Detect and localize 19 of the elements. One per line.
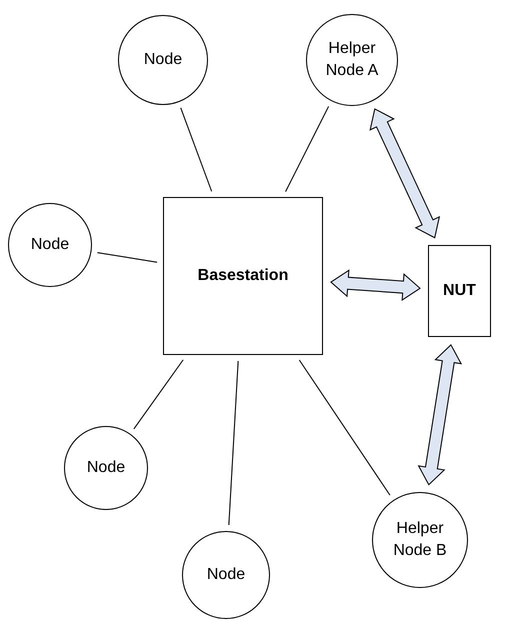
node-label: Helper Node B [392, 519, 448, 561]
node-label: Basestation [198, 266, 288, 286]
connector-line [298, 359, 390, 496]
connector-line [285, 106, 330, 192]
connector-line [96, 252, 158, 263]
node-box [163, 197, 323, 355]
node-label: Node [86, 458, 126, 478]
node-label: Node [144, 50, 182, 70]
connector-line [228, 360, 239, 526]
connector-line [180, 107, 212, 192]
node-label: Node [206, 565, 246, 585]
node-label: Helper Node A [324, 39, 380, 81]
node-label: Node [30, 235, 70, 255]
node-label: NUT [443, 281, 476, 301]
double-block-arrow [418, 344, 462, 486]
double-block-arrow [330, 269, 421, 302]
double-block-arrow [369, 108, 440, 238]
connector-line [133, 359, 184, 430]
node-box [428, 245, 491, 337]
